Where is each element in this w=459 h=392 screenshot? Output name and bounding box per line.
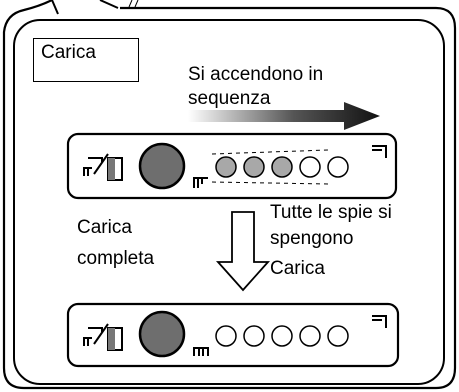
top-indicator-4: [299, 156, 321, 178]
sequence-caption-line2: sequenza: [188, 88, 271, 109]
top-indicator-2: [243, 156, 265, 178]
indicator-row-bottom: [215, 325, 349, 347]
bottom-indicator-5: [327, 325, 349, 347]
plug-icon-bottom: [83, 323, 123, 351]
down-arrow: [215, 211, 271, 292]
right-caption-line2: spengono: [270, 228, 354, 249]
sequence-caption-line1: Si accendono in: [188, 64, 324, 85]
indicator-row-top: [215, 156, 349, 178]
right-caption-line3: Carica: [270, 258, 325, 279]
bottom-indicator-2: [243, 325, 265, 347]
empty-battery-icon-bottom: [193, 347, 209, 356]
sequence-dash-lines: [211, 149, 329, 185]
main-button-bottom[interactable]: [138, 310, 186, 358]
left-caption-line1: Carica: [77, 217, 132, 238]
section-label: Carica: [41, 42, 96, 63]
top-indicator-1: [215, 156, 237, 178]
full-battery-icon-top: [372, 145, 387, 158]
section-label-box: Carica: [33, 38, 139, 82]
full-battery-icon-bottom: [372, 315, 387, 328]
main-button-top[interactable]: [138, 142, 186, 190]
bottom-indicator-3: [271, 325, 293, 347]
empty-battery-icon-top: [193, 177, 208, 188]
sequence-arrow: [188, 102, 380, 130]
top-indicator-3: [271, 156, 293, 178]
tail-marks: [128, 0, 139, 8]
bubble-tail: [51, 0, 119, 15]
bottom-indicator-4: [299, 325, 321, 347]
plug-icon-top: [83, 153, 123, 181]
top-indicator-5: [327, 156, 349, 178]
inner-frame: [13, 19, 445, 385]
left-caption-line2: completa: [77, 248, 155, 269]
bottom-indicator-1: [215, 325, 237, 347]
right-caption-line1: Tutte le spie si: [270, 202, 392, 223]
